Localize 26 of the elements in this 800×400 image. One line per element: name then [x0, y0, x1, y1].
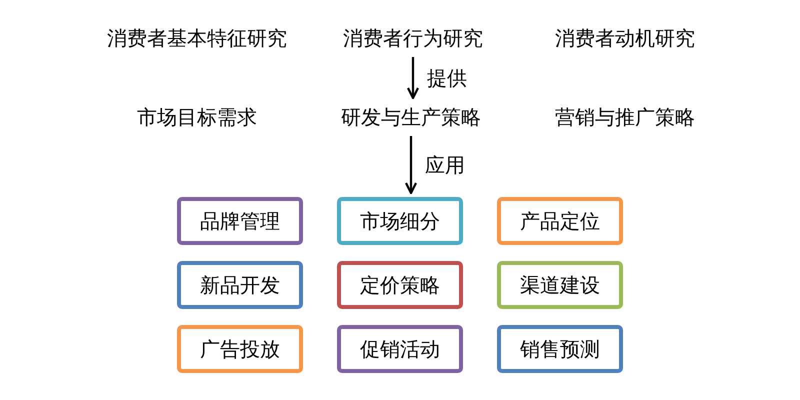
text-label: 市场目标需求	[117, 102, 277, 132]
category-box	[497, 325, 623, 373]
category-box	[337, 197, 463, 245]
text-label: 消费者行为研究	[323, 23, 503, 53]
arrow	[406, 57, 420, 100]
category-label: 定价策略	[360, 272, 440, 298]
category-box	[177, 261, 303, 309]
text-label: 营销与推广策略	[540, 102, 710, 132]
text-label: 消费者基本特征研究	[87, 23, 307, 53]
text-label: 消费者动机研究	[540, 23, 710, 53]
category-box	[497, 197, 623, 245]
category-label: 产品定位	[520, 208, 600, 234]
category-box	[497, 261, 623, 309]
category-label: 市场细分	[360, 208, 440, 234]
category-box	[177, 325, 303, 373]
text-label: 研发与生产策略	[321, 102, 501, 132]
category-label: 促销活动	[360, 336, 440, 362]
category-box	[337, 325, 463, 373]
category-label: 广告投放	[200, 336, 280, 362]
category-box	[177, 197, 303, 245]
category-label: 品牌管理	[200, 208, 280, 234]
category-label: 新品开发	[200, 272, 280, 298]
arrow	[404, 136, 418, 194]
category-label: 销售预测	[520, 336, 600, 362]
category-label: 渠道建设	[520, 272, 600, 298]
category-box	[337, 261, 463, 309]
